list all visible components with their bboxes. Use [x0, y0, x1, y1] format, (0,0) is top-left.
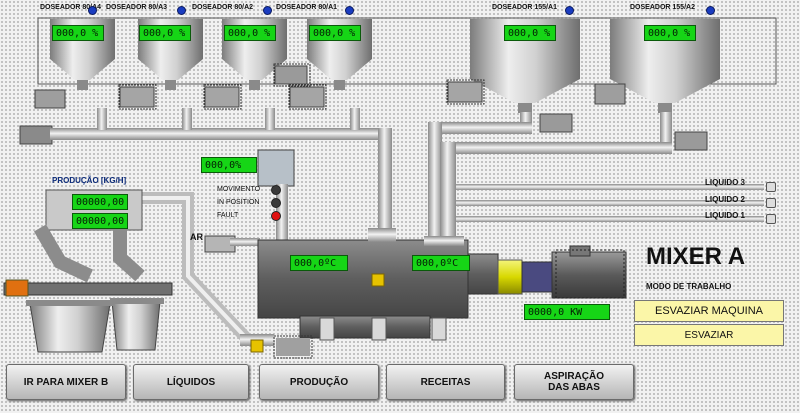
mixer-temp-2: 000,0ºC: [412, 255, 470, 271]
doser-info-icon-155-a2[interactable]: [706, 6, 715, 15]
doser-label-155-a2: DOSEADOR 155/A2: [630, 4, 695, 11]
doser-value-155-a2: 000,0 %: [644, 25, 696, 41]
doser-label-155-a1: DOSEADOR 155/A1: [492, 4, 557, 11]
liquid-label-3: LIQUIDO 3: [705, 178, 746, 187]
empty-button[interactable]: ESVAZIAR: [634, 324, 784, 346]
valve-position-value: 000,0%: [201, 157, 257, 173]
status-in-position: IN POSITION: [217, 199, 260, 206]
status-fault: FAULT: [217, 212, 239, 219]
doser-label-80-a2: DOSEADOR 80/A2: [192, 4, 254, 11]
doser-value-155-a1: 000,0 %: [504, 25, 556, 41]
production-value-2: 00000,00: [72, 213, 128, 229]
doser-drive-155: [447, 81, 708, 151]
doser-value-80-a4: 000,0 %: [52, 25, 104, 41]
mixer-body-shape: [257, 239, 469, 319]
doser-info-icon-a4[interactable]: [88, 6, 97, 15]
air-label: AR: [190, 232, 203, 242]
doser-drive-a3: [119, 86, 155, 108]
go-to-mixer-b-button[interactable]: IR PARA MIXER B: [6, 364, 126, 400]
liquid-3-valve-icon[interactable]: [766, 182, 776, 192]
status-movimento: MOVIMENTO: [217, 186, 261, 193]
led-fault-icon: [271, 211, 281, 221]
doser-drive-a4: [19, 89, 66, 145]
production-value-1: 00000,00: [72, 194, 128, 210]
liquid-label-2: LIQUIDO 2: [705, 195, 746, 204]
work-mode-value: ESVAZIAR MAQUINA: [634, 300, 784, 322]
doser-info-icon-a1[interactable]: [345, 6, 354, 15]
aspiration-button[interactable]: ASPIRAÇÃO DAS ABAS: [514, 364, 634, 400]
doser-info-icon-a2[interactable]: [263, 6, 272, 15]
doser-label-80-a4: DOSEADOR 80/A4: [40, 4, 102, 11]
liquid-2-valve-icon[interactable]: [766, 198, 776, 208]
production-button[interactable]: PRODUÇÃO: [259, 364, 379, 400]
doser-frame: [37, 17, 777, 85]
motor-power: 0000,0 KW: [524, 304, 610, 320]
doser-value-80-a1: 000,0 %: [309, 25, 361, 41]
liquid-label-1: LIQUIDO 1: [705, 211, 746, 220]
doser-value-80-a2: 000,0 %: [224, 25, 276, 41]
mixer-title: MIXER A: [646, 243, 746, 270]
doser-info-icon-a3[interactable]: [177, 6, 186, 15]
recipes-button[interactable]: RECEITAS: [386, 364, 505, 400]
production-title: PRODUÇÃO [KG/H]: [52, 176, 127, 185]
doser-drive-a1: [274, 65, 325, 108]
doser-label-80-a1: DOSEADOR 80/A1: [276, 4, 338, 11]
work-mode-label: MODO DE TRABALHO: [646, 282, 732, 291]
led-in-position-icon: [271, 198, 281, 208]
doser-info-icon-155-a1[interactable]: [565, 6, 574, 15]
hopper-155-a1: [470, 19, 580, 113]
led-movimento-icon: [271, 185, 281, 195]
doser-value-80-a3: 000,0 %: [139, 25, 191, 41]
mixer-temp-1: 000,0ºC: [290, 255, 348, 271]
doser-label-80-a3: DOSEADOR 80/A3: [106, 4, 168, 11]
doser-drive-a2: [204, 86, 240, 108]
liquid-1-valve-icon[interactable]: [766, 214, 776, 224]
liquids-button[interactable]: LÍQUIDOS: [133, 364, 249, 400]
